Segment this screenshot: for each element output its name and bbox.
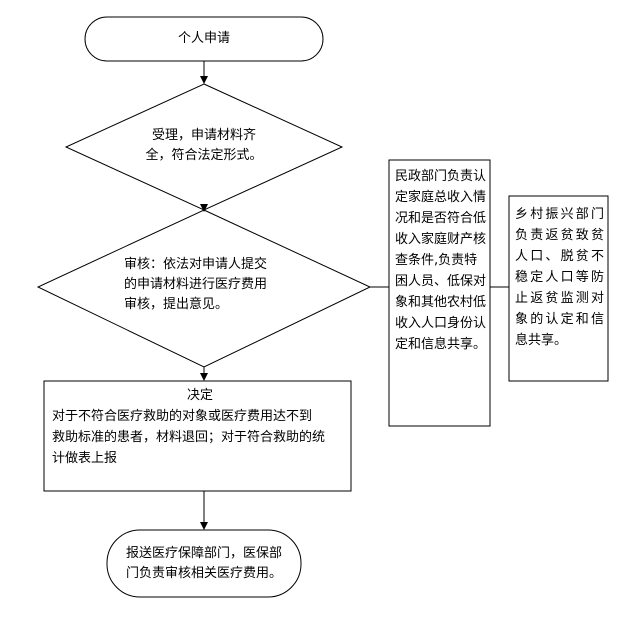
accept-label-line1: 受理，申请材料齐 bbox=[151, 128, 256, 143]
end-label-line1: 报送医疗保障部门，医保部 bbox=[125, 546, 282, 561]
rural-revitalization-box bbox=[508, 195, 609, 382]
rural-revitalization-label: 乡村振兴部门负责返贫致贫人口、脱贫不稳定人口等防止返贫监测对象的认定和信息共享。 bbox=[515, 207, 604, 348]
decision-line2: 救助标准的患者，材料退回；对于符合救助的统 bbox=[52, 430, 326, 445]
accept-label-line2: 全，符合法定形式。 bbox=[145, 148, 263, 163]
civil-affairs-box bbox=[388, 159, 491, 427]
review-label-line3: 审核，提出意见。 bbox=[124, 297, 229, 312]
accept-label: 受理，申请材料齐 全，符合法定形式。 bbox=[110, 126, 298, 166]
civil-affairs-label: 民政部门负责认定家庭总收入情况和是否符合低收入家庭财产核查条件,负责特困人员、低… bbox=[395, 169, 487, 352]
decision-title: 决定 bbox=[186, 388, 213, 403]
decision-line1: 对于不符合医疗救助的对象或医疗费用达不到 bbox=[52, 409, 313, 424]
end-node bbox=[106, 529, 302, 598]
review-label-line1: 审核：依法对申请人提交 bbox=[124, 257, 268, 272]
end-label: 报送医疗保障部门，医保部 门负责审核相关医疗费用。 bbox=[107, 544, 301, 584]
end-label-line2: 门负责审核相关医疗费用。 bbox=[125, 566, 282, 581]
start-label: 个人申请 bbox=[177, 31, 230, 46]
decision-box bbox=[43, 380, 352, 492]
review-label-line2: 的申请材料进行医疗费用 bbox=[124, 277, 268, 292]
decision-line3: 计做表上报 bbox=[52, 451, 118, 466]
decision-label: 决定 对于不符合医疗救助的对象或医疗费用达不到 救助标准的患者，材料退回；对于符… bbox=[52, 385, 348, 469]
review-label: 审核：依法对申请人提交 的申请材料进行医疗费用 审核，提出意见。 bbox=[124, 255, 294, 315]
